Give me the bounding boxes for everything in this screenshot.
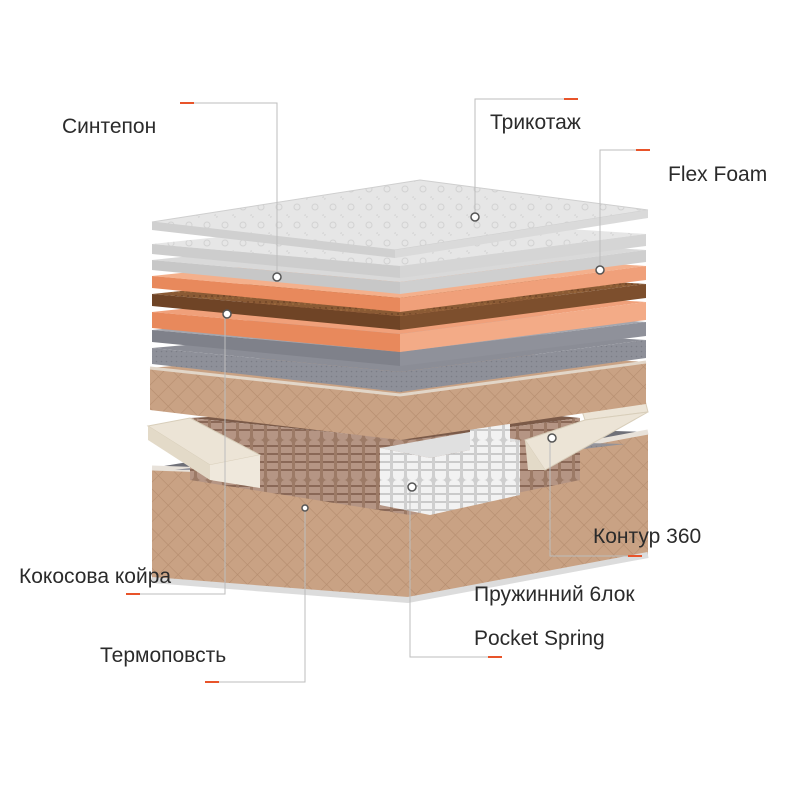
- dot-kokosova: [222, 309, 232, 319]
- top-cover: [151, 179, 649, 258]
- leader-pruzhynnyi: [409, 487, 502, 658]
- leader-sintepon: [180, 102, 278, 275]
- dot-sintepon: [272, 272, 282, 282]
- leader-flex-foam: [599, 149, 650, 270]
- label-pocket: Pocket Spring: [474, 627, 605, 650]
- dot-trykotazh: [470, 212, 480, 222]
- leader-termopovst: [205, 508, 306, 683]
- dot-termopovst: [301, 504, 309, 512]
- leader-trykotazh: [474, 98, 578, 217]
- label-pruzhynnyi: Пружинний 6лок: [474, 583, 635, 606]
- label-trykotazh: Трикотаж: [490, 111, 581, 134]
- leader-kontur: [549, 440, 642, 557]
- dot-flex-foam: [595, 265, 605, 275]
- leader-lines: [126, 98, 650, 683]
- marker-dots: [222, 212, 605, 512]
- label-termopovst: Термоповсть: [100, 644, 227, 667]
- dot-kontur: [547, 433, 557, 443]
- leader-kokosova: [126, 315, 226, 595]
- dot-pruzhynnyi: [407, 482, 417, 492]
- label-sintepon: Синтепон: [62, 115, 157, 138]
- label-kokosova: Кокосова койра: [19, 565, 172, 588]
- label-flex-foam: Flex Foam: [668, 163, 768, 186]
- accent-ticks: [126, 98, 650, 683]
- label-kontur: Контур 360: [593, 525, 702, 548]
